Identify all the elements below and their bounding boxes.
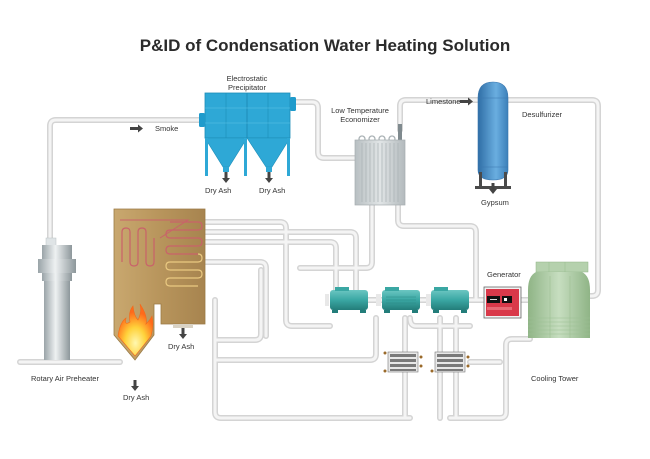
down-arrow-icon [179,328,187,339]
low-temperature-economizer[interactable] [354,124,406,206]
heat-exchanger-1[interactable] [383,351,423,373]
pipe-loop-mid [212,267,264,343]
down-arrow-icon [222,172,230,183]
label-electrostatic-precipitator: Electrostatic Precipitator [212,74,282,92]
label-low-temperature-economizer: Low Temperature Economizer [324,106,396,124]
down-arrow-icon [265,172,273,183]
esp-inlet-flange [199,113,205,127]
label-line: Precipitator [228,83,266,92]
label-line: Economizer [340,115,380,124]
label-limestone: Limestone [426,97,461,106]
label-dry-ash-boiler: Dry Ash [168,342,195,351]
down-arrow-icon [489,183,497,194]
pipes [17,97,601,421]
label-line: Low Temperature [331,106,389,115]
label-rotary-air-preheater: Rotary Air Preheater [31,374,99,383]
label-cooling-tower: Cooling Tower [531,374,579,383]
label-dry-ash-esp-1: Dry Ash [205,186,232,195]
cooling-tower[interactable] [528,261,590,338]
pipe-tower-bottom [447,336,533,421]
label-dry-ash-esp-2: Dry Ash [259,186,286,195]
right-arrow-icon [130,124,143,133]
pump-3[interactable] [426,287,469,313]
label-desulfurizer: Desulfurizer [522,110,563,119]
flame-icon [117,303,154,357]
diagram-title: P&ID of Condensation Water Heating Solut… [139,36,511,55]
boiler[interactable] [113,208,206,361]
label-line: Electrostatic [226,74,268,83]
right-arrow-icon [460,97,473,106]
generator[interactable] [483,286,522,319]
electrostatic-precipitator[interactable] [199,92,296,176]
rotary-air-preheater[interactable] [38,237,76,360]
pump-1[interactable] [325,287,368,313]
pump-2[interactable] [376,287,420,313]
heat-exchanger-2[interactable] [430,351,470,373]
down-arrow-icon [131,380,139,391]
desulfurizer[interactable] [475,81,511,189]
label-gypsum: Gypsum [481,198,509,207]
label-generator: Generator [487,270,521,279]
label-smoke: Smoke [155,124,179,133]
label-dry-ash-furnace: Dry Ash [123,393,150,402]
esp-outlet-flange [290,97,296,111]
pipe-eco-down-2 [395,202,479,303]
